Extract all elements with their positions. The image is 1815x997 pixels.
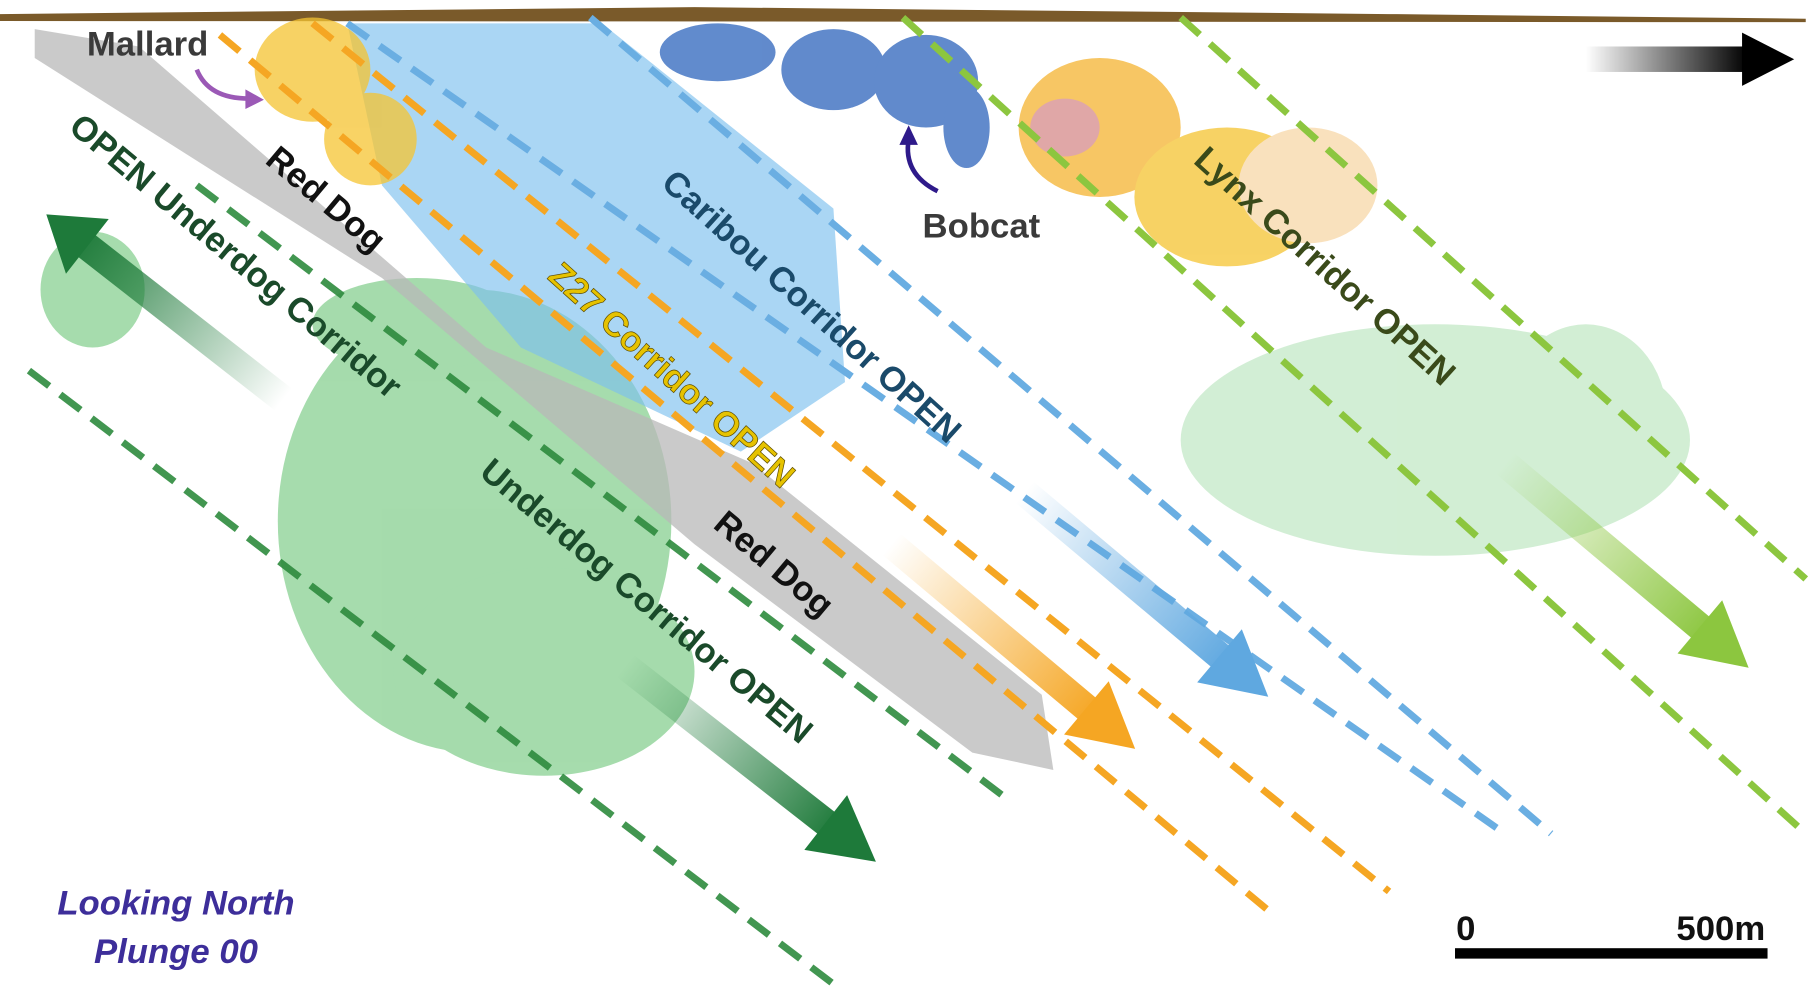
scale-bar-start: 0: [1456, 910, 1475, 948]
caribou-dashed-lines: [345, 14, 1554, 837]
underdog-dashed-lines: [26, 182, 1010, 987]
lynx-arrow: [1495, 452, 1749, 668]
mallard-pointer-icon: [194, 68, 249, 101]
z27-dashed-lines: [217, 20, 1392, 918]
lynx-dashed-lines: [900, 14, 1809, 837]
z27-arrow: [882, 533, 1136, 749]
scale-bar: 0 500m: [1455, 910, 1768, 959]
scale-bar-end: 500m: [1676, 910, 1765, 948]
bobcat-bodies: [659, 23, 990, 169]
label-bobcat: Bobcat: [923, 207, 1041, 245]
red-dog-body: [34, 29, 1054, 770]
caribou-arrow: [1015, 481, 1269, 697]
view-direction-line2: Plunge 00: [94, 933, 258, 971]
arrow-top-right: [1585, 32, 1795, 86]
topography-surface: [0, 7, 1806, 23]
underdog-arrow-down: [616, 654, 876, 862]
view-direction-line1: Looking North: [57, 885, 294, 923]
label-mallard: Mallard: [87, 26, 209, 64]
bobcat-pointer-icon: [905, 138, 939, 194]
underdog-arrow-up: [46, 214, 293, 411]
mallard-z27-bodies: [254, 17, 417, 186]
